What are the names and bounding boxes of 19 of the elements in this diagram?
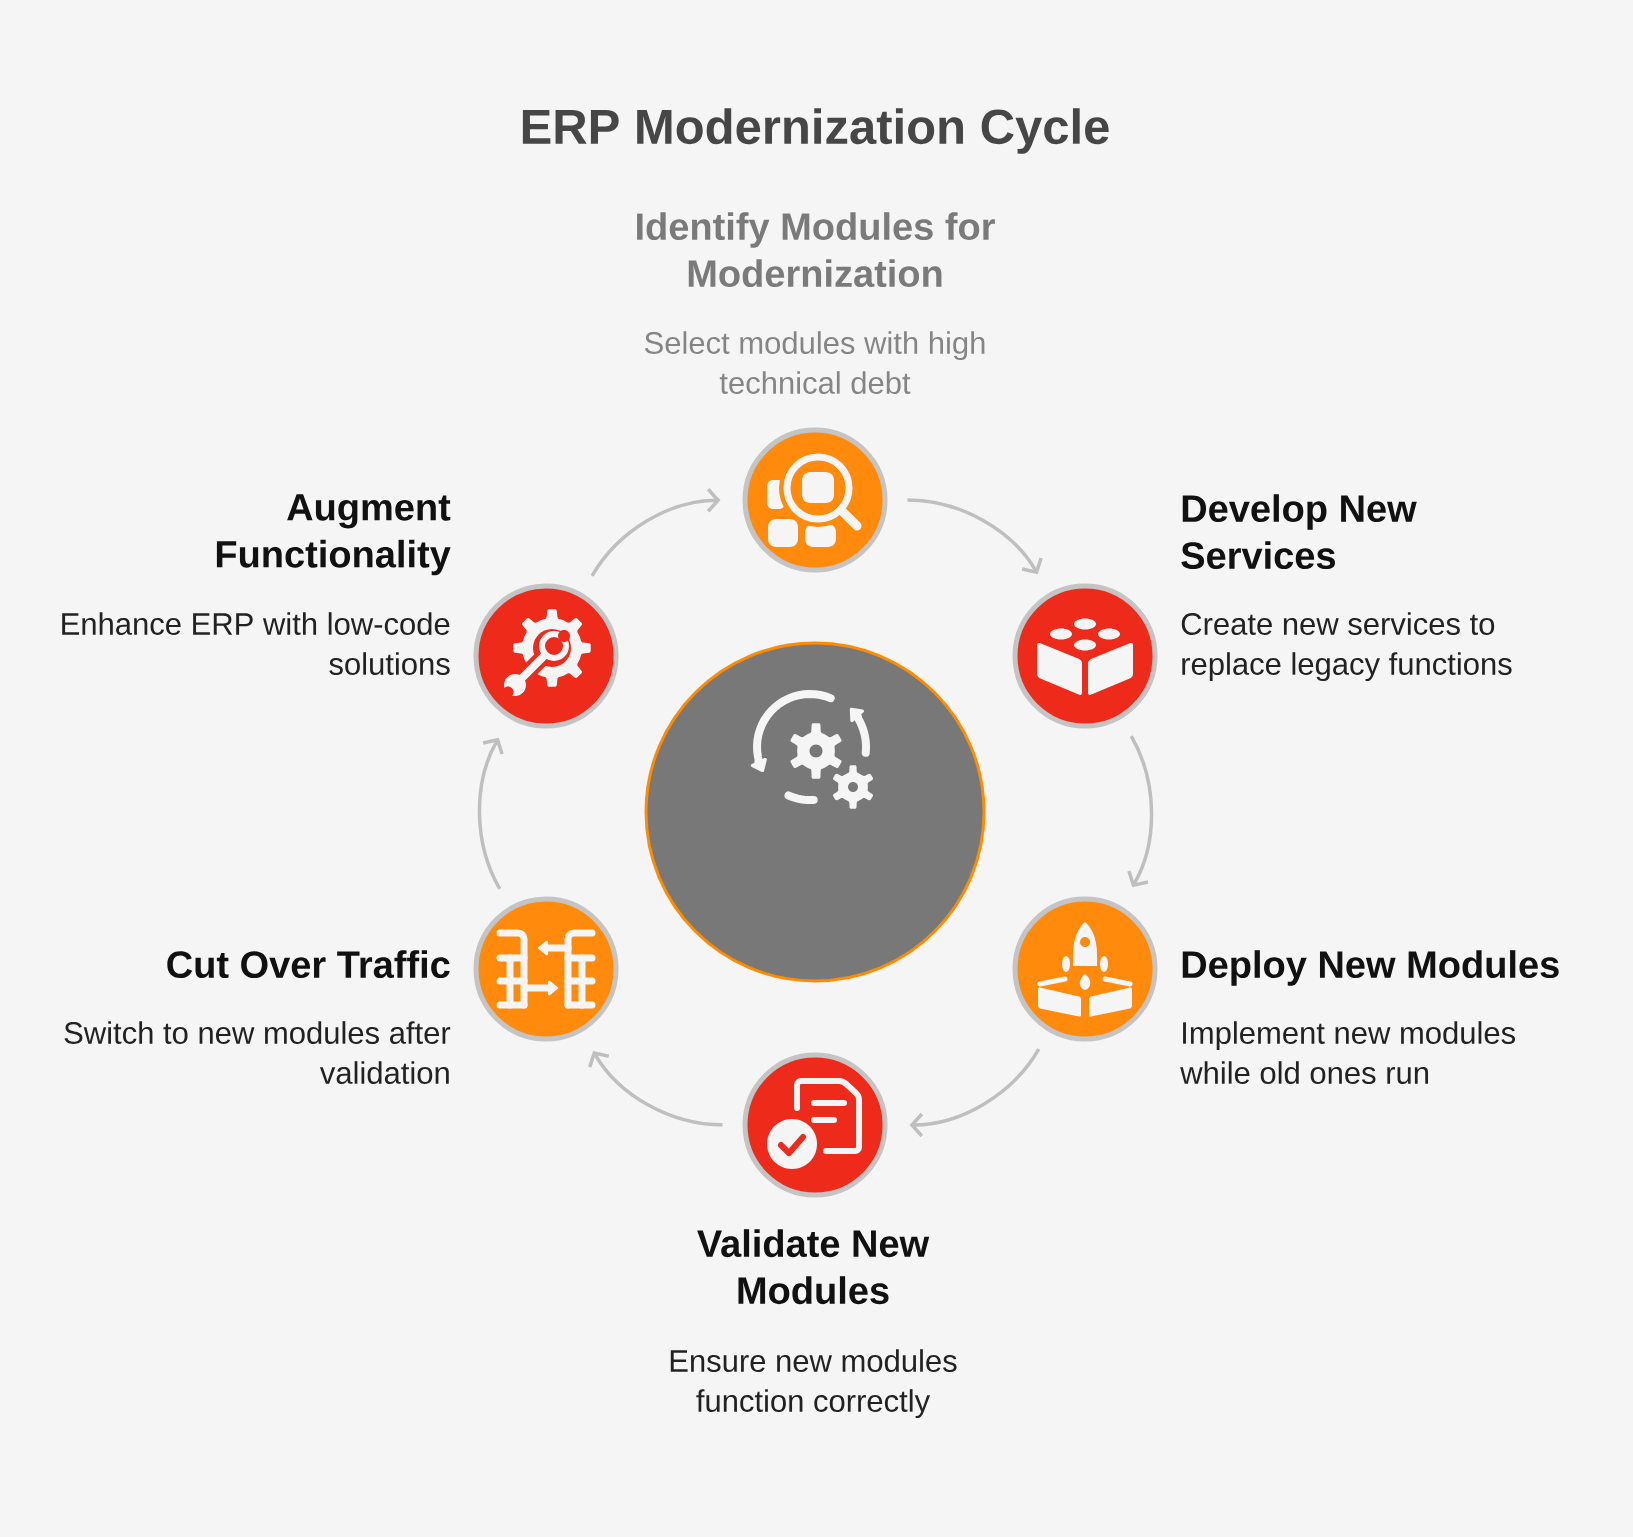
step-description: Create new services to replace legacy functions: [1181, 612, 1512, 682]
arrow: [477, 737, 504, 890]
step-heading: Augment Functionality: [216, 494, 451, 576]
arrow: [907, 498, 1043, 575]
step-heading: Cut Over Traffic: [167, 950, 450, 979]
arrow: [909, 1048, 1041, 1138]
arrow: [590, 488, 721, 577]
arrow: [588, 1050, 723, 1127]
step-description: Select modules with high technical debt: [644, 331, 985, 394]
step-heading: Identify Modules for Modernization: [637, 212, 995, 288]
step-description: Enhance ERP with low-code solutions: [62, 612, 450, 675]
step-description: Ensure new modules function correctly: [670, 1349, 957, 1419]
step-description: Implement new modules while old ones run: [1180, 1021, 1515, 1084]
title: ERP Modernization Cycle: [522, 108, 1109, 154]
step-heading: Deploy New Modules: [1182, 950, 1559, 986]
step-description: Switch to new modules after validation: [64, 1021, 451, 1084]
arrow: [1127, 735, 1154, 888]
step-heading: Develop New Services: [1181, 494, 1417, 570]
step-heading: Validate New Modules: [697, 1229, 930, 1305]
